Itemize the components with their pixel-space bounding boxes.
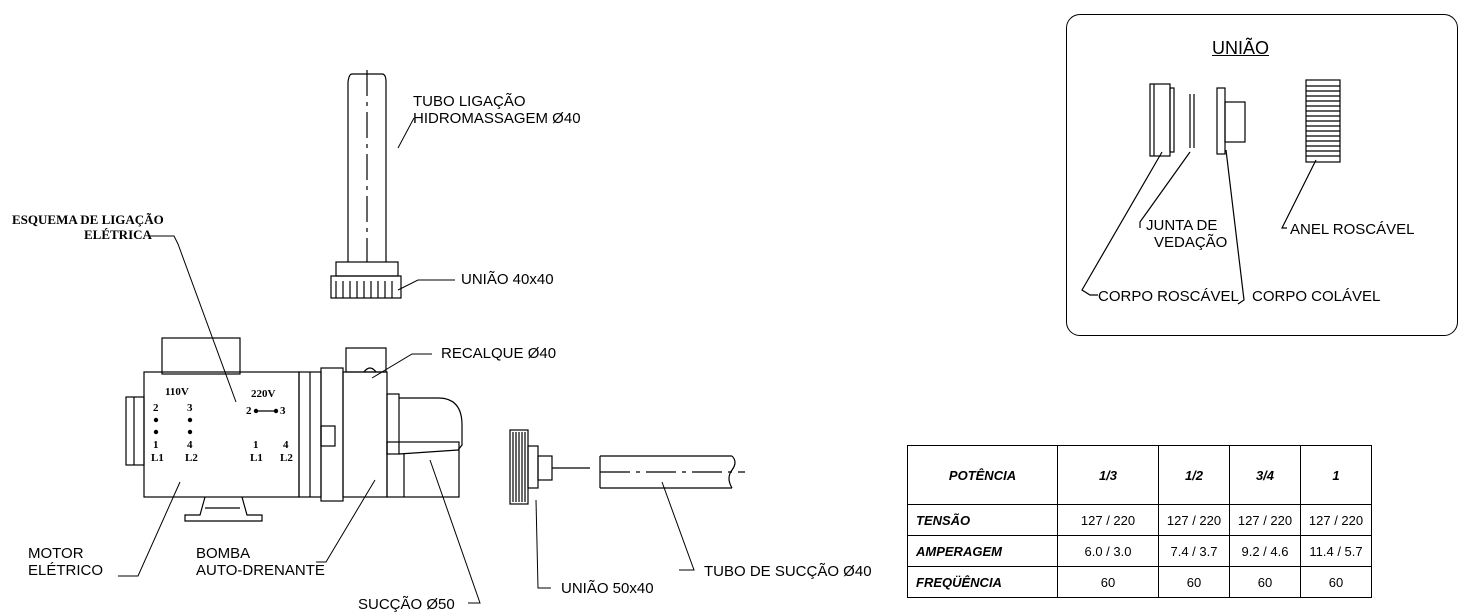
self-draining-pump xyxy=(298,347,463,502)
table-cell: 60 xyxy=(1300,566,1372,598)
seal-gasket-label: JUNTA DE VEDAÇÃO xyxy=(1146,217,1227,251)
table-cell: 11.4 / 5.7 xyxy=(1300,535,1372,567)
seal-gasket-label-line1: JUNTA DE xyxy=(1146,217,1218,234)
table-row: TENSÃO 127 / 220 127 / 220 127 / 220 127… xyxy=(907,504,1372,536)
table-cell: 9.2 / 4.6 xyxy=(1229,535,1301,567)
table-cell: 60 xyxy=(1057,566,1159,598)
header-power-1-3: 1/3 xyxy=(1057,445,1159,505)
header-potencia: POTÊNCIA xyxy=(907,445,1058,505)
threaded-ring-label: ANEL ROSCÁVEL xyxy=(1290,221,1415,238)
leader-lines xyxy=(118,117,695,604)
motor-label-line2: ELÉTRICO xyxy=(28,562,104,579)
row-label-tensao: TENSÃO xyxy=(907,504,1058,536)
pump-label: BOMBA AUTO-DRENANTE xyxy=(196,545,325,579)
suction-inlet-label: SUCÇÃO Ø50 xyxy=(358,596,455,613)
header-power-3-4: 3/4 xyxy=(1229,445,1301,505)
pump-label-line2: AUTO-DRENANTE xyxy=(196,562,325,579)
union-50x40-fitting xyxy=(509,429,590,505)
union-detail-title: UNIÃO xyxy=(1212,38,1270,58)
glued-body-label: CORPO COLÁVEL xyxy=(1252,288,1381,305)
hydromassage-pipe-label: TUBO LIGAÇÃO HIDROMASSAGEM Ø40 xyxy=(413,93,581,127)
table-cell: 127 / 220 xyxy=(1229,504,1301,536)
table-cell: 7.4 / 3.7 xyxy=(1158,535,1230,567)
terminal-3-110: 3 xyxy=(187,402,193,414)
table-cell: 6.0 / 3.0 xyxy=(1057,535,1159,567)
table-cell: 127 / 220 xyxy=(1158,504,1230,536)
suction-pipe-label: TUBO DE SUCÇÃO Ø40 xyxy=(704,563,872,580)
union-50-label: UNIÃO 50x40 xyxy=(561,580,654,597)
table-row: AMPERAGEM 6.0 / 3.0 7.4 / 3.7 9.2 / 4.6 … xyxy=(907,535,1372,567)
line-l1-220: L1 xyxy=(250,452,263,464)
table-cell: 60 xyxy=(1229,566,1301,598)
union-40-label: UNIÃO 40x40 xyxy=(461,271,554,288)
motor-label: MOTOR ELÉTRICO xyxy=(28,545,103,579)
terminal-2-110: 2 xyxy=(153,402,159,414)
terminal-4-220: 4 xyxy=(283,439,289,451)
table-cell: 127 / 220 xyxy=(1057,504,1159,536)
line-l2-110: L2 xyxy=(185,452,198,464)
motor-spec-table: POTÊNCIA 1/3 1/2 3/4 1 TENSÃO 127 / 220 … xyxy=(907,445,1372,598)
terminal-1-110: 1 xyxy=(153,439,159,451)
wiring-scheme-title: ESQUEMA DE LIGAÇÃO ELÉTRICA xyxy=(12,212,164,242)
table-cell: 60 xyxy=(1158,566,1230,598)
wiring-scheme-title-line1: ESQUEMA DE LIGAÇÃO xyxy=(12,212,164,227)
union-40x40-fitting xyxy=(330,261,402,299)
header-power-1: 1 xyxy=(1300,445,1372,505)
union-detail-panel xyxy=(1066,14,1458,336)
hydromassage-pipe-label-line1: TUBO LIGAÇÃO xyxy=(413,93,526,110)
label-110v: 110V xyxy=(165,386,189,398)
row-label-frequencia: FREQÜÊNCIA xyxy=(907,566,1058,598)
line-l1-110: L1 xyxy=(151,452,164,464)
motor-label-line1: MOTOR xyxy=(28,545,84,562)
union-exploded-view xyxy=(1081,79,1341,305)
header-power-1-2: 1/2 xyxy=(1158,445,1230,505)
pump-label-line1: BOMBA xyxy=(196,545,251,562)
terminal-4-110: 4 xyxy=(187,439,193,451)
table-cell: 127 / 220 xyxy=(1300,504,1372,536)
electric-motor xyxy=(125,337,300,522)
spec-table-header: POTÊNCIA 1/3 1/2 3/4 1 xyxy=(907,445,1372,505)
table-row: FREQÜÊNCIA 60 60 60 60 xyxy=(907,566,1372,598)
terminal-3-220: 3 xyxy=(280,405,286,417)
seal-gasket-label-line2: VEDAÇÃO xyxy=(1154,234,1228,251)
threaded-body-label: CORPO ROSCÁVEL xyxy=(1098,288,1239,305)
discharge-label: RECALQUE Ø40 xyxy=(441,345,557,362)
wiring-terminal-dots xyxy=(153,408,279,435)
terminal-2-220: 2 xyxy=(246,405,252,417)
suction-pipe xyxy=(599,455,745,489)
row-label-amperagem: AMPERAGEM xyxy=(907,535,1058,567)
label-220v: 220V xyxy=(251,388,276,400)
hydromassage-pipe-label-line2: HIDROMASSAGEM Ø40 xyxy=(413,110,581,127)
vertical-pipe xyxy=(347,70,387,262)
wiring-scheme-title-line2: ELÉTRICA xyxy=(84,227,152,242)
line-l2-220: L2 xyxy=(280,452,293,464)
terminal-1-220: 1 xyxy=(253,439,259,451)
